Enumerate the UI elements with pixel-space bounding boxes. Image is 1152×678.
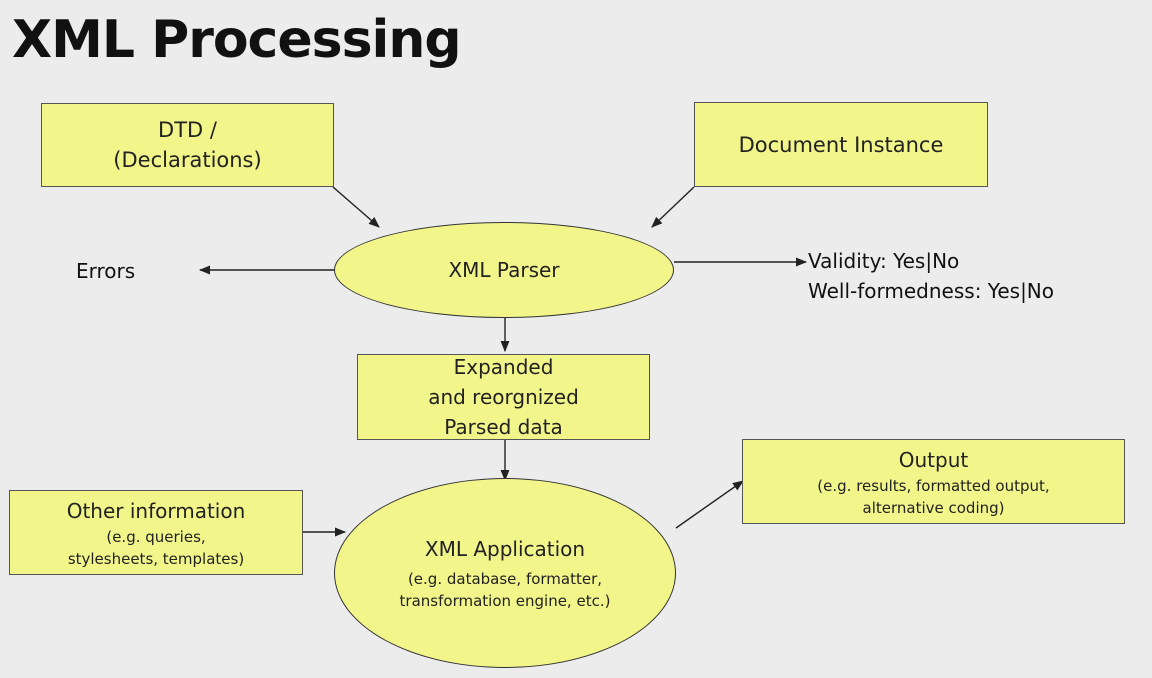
parsed-data-line-3: Parsed data [444, 415, 563, 439]
dtd-line-1: DTD / [158, 118, 217, 142]
xml-application-title: XML Application [424, 537, 586, 561]
arrow-dtd-to-parser [332, 186, 380, 228]
xml-parser-ellipse: XML Parser [334, 222, 674, 318]
document-instance-label: Document Instance [738, 132, 944, 157]
arrow-instance-to-parser [651, 186, 695, 228]
validity-line-1: Validity: Yes|No [808, 249, 960, 273]
other-information-line-1: (e.g. queries, [106, 527, 206, 546]
parsed-data-box: Expanded and reorgnized Parsed data [357, 354, 650, 440]
document-instance-box: Document Instance [694, 102, 988, 187]
validity-label: Validity: Yes|No Well-formedness: Yes|No [808, 246, 1054, 306]
xml-application-ellipse: XML Application (e.g. database, formatte… [334, 478, 676, 668]
arrow-application-to-output [675, 480, 744, 529]
output-line-2: alternative coding) [862, 498, 1005, 517]
output-title: Output [898, 447, 969, 472]
errors-label: Errors [76, 259, 136, 283]
output-box: Output (e.g. results, formatted output, … [742, 439, 1125, 524]
xml-parser-label: XML Parser [448, 258, 560, 282]
xml-application-line-1: (e.g. database, formatter, [407, 570, 603, 588]
other-information-title: Other information [66, 498, 246, 523]
dtd-line-2: (Declarations) [113, 148, 262, 172]
xml-application-line-2: transformation engine, etc.) [399, 592, 611, 610]
validity-line-2: Well-formedness: Yes|No [808, 279, 1055, 303]
output-line-1: (e.g. results, formatted output, [817, 476, 1050, 495]
parsed-data-line-2: and reorgnized [428, 385, 579, 409]
other-information-line-2: stylesheets, templates) [67, 549, 245, 568]
page-title: XML Processing [12, 10, 462, 70]
parsed-data-line-1: Expanded [453, 355, 554, 379]
other-information-box: Other information (e.g. queries, stylesh… [9, 490, 303, 575]
dtd-box: DTD / (Declarations) [41, 103, 334, 187]
